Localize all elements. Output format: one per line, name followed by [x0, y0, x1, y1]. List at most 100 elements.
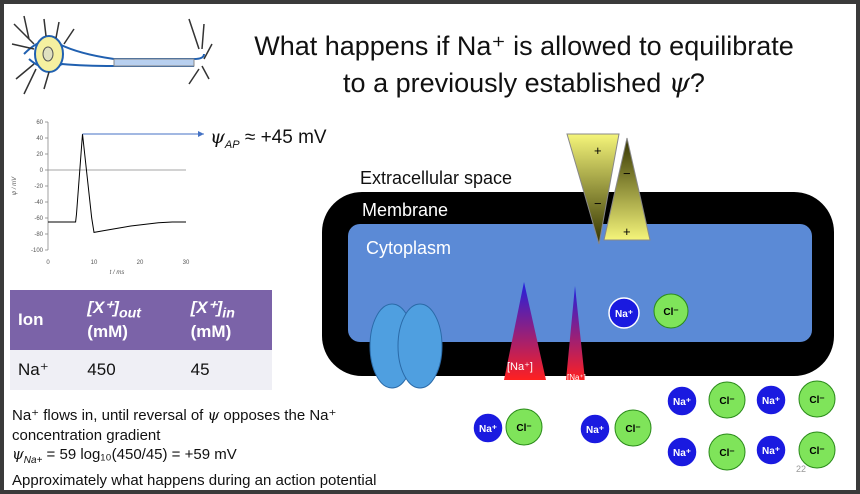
na-in-triangle-label: [Na⁺]: [507, 361, 533, 373]
chloride-ion: [505, 408, 543, 446]
sodium-ion: [608, 297, 640, 329]
slide-title: What happens if Na⁺ is allowed to equili…: [204, 28, 844, 102]
ion-concentration-table: Ion [X⁺]out(mM) [X⁺]in(mM) Na⁺ 450 45: [10, 290, 272, 390]
header-out-main: [X⁺]: [87, 298, 119, 318]
y-tick-label: 60: [36, 120, 43, 126]
sodium-ion-label: Na⁺: [586, 425, 604, 436]
header-out: [X⁺]out(mM): [79, 290, 183, 350]
chloride-ion-label: Cl⁻: [625, 424, 640, 435]
sodium-ion-label: Na⁺: [762, 446, 780, 457]
body-line-3b: = 59 log₁₀(450/45) = +59 mV: [42, 446, 237, 463]
body-line-2: concentration gradient: [12, 426, 161, 444]
title-line-2-prefix: to a previously established: [343, 68, 669, 98]
na-out-triangle-label: [Na⁺]: [567, 373, 586, 382]
potential-triangle-down: [566, 133, 620, 245]
chloride-ion: [708, 381, 746, 419]
psi-symbol: ψ: [668, 68, 690, 99]
psi-ap-symbol: ψ: [210, 126, 225, 148]
chloride-ion: [708, 433, 746, 471]
y-tick-label: -20: [34, 184, 43, 190]
sodium-ion-label: Na⁺: [673, 397, 691, 408]
y-tick-label: -60: [34, 216, 43, 222]
body-line-1b: opposes the Na⁺: [219, 407, 337, 424]
chloride-ion: [653, 293, 689, 329]
cytoplasm: [348, 224, 812, 342]
x-tick-label: 20: [137, 260, 144, 266]
table-header-row: Ion [X⁺]out(mM) [X⁺]in(mM): [10, 290, 272, 350]
chloride-ion-label: Cl⁻: [809, 395, 824, 406]
header-out-sub: out: [118, 305, 141, 322]
potential-triangle-up: [603, 137, 651, 241]
cytoplasm-label: Cytoplasm: [366, 238, 451, 258]
body-psi-na: ψ: [12, 445, 24, 463]
chloride-ion: [798, 431, 836, 469]
body-text: Na⁺ flows in, until reversal of ψ oppose…: [12, 406, 432, 490]
membrane-label: Membrane: [362, 200, 448, 220]
title-line-2-suffix: ?: [689, 68, 705, 98]
ion-channel-right: [397, 303, 443, 389]
minus-sign-bottom: −: [594, 196, 602, 211]
header-in-sub: in: [222, 305, 235, 322]
title-line-1: What happens if Na⁺ is allowed to equili…: [254, 31, 794, 61]
sodium-ion: [666, 385, 698, 417]
x-axis-label: t / ms: [110, 270, 125, 276]
chloride-ion: [798, 380, 836, 418]
sodium-ion: [579, 413, 611, 445]
header-in-unit: (mM): [190, 321, 232, 341]
header-in-main: [X⁺]: [190, 298, 223, 318]
body-line-4: Approximately what happens during an act…: [12, 471, 377, 489]
plus-sign-bottom: +: [623, 224, 631, 239]
y-tick-label: 40: [36, 136, 43, 142]
sodium-ion-label: Na⁺: [762, 396, 780, 407]
slide: What happens if Na⁺ is allowed to equili…: [4, 4, 856, 490]
y-tick-label: 0: [40, 168, 44, 174]
psi-ap-value: ≈ +45 mV: [239, 127, 327, 148]
table-row: Na⁺ 450 45: [10, 350, 272, 390]
body-psi: ψ: [207, 406, 220, 424]
y-tick-label: -80: [34, 232, 43, 238]
ion-group: Na⁺ Cl⁻ Na⁺ Cl⁻ Na⁺ Cl⁻ Na⁺ Cl⁻ Na⁺ Cl⁻ Na⁺ Cl⁻ Na⁺ C…: [472, 293, 836, 471]
chloride-ion-label: Cl⁻: [719, 396, 734, 407]
sodium-ion-label: Na⁺: [615, 309, 633, 320]
y-axis-label: ψ / mV: [12, 176, 18, 195]
x-tick-label: 30: [183, 260, 190, 266]
body-line-1: Na⁺ flows in, until reversal of ψ oppose…: [12, 406, 432, 426]
y-tick-label: -100: [31, 248, 44, 254]
sodium-ion-label: Na⁺: [479, 424, 497, 435]
header-out-unit: (mM): [87, 321, 128, 341]
chloride-ion-label: Cl⁻: [516, 423, 531, 434]
cell-ion: Na⁺: [10, 350, 80, 390]
sodium-ion: [755, 384, 787, 416]
na-out-gradient-triangle: [566, 286, 585, 380]
plus-sign-top: +: [594, 143, 602, 158]
body-line-3: ψNa+ = 59 log₁₀(450/45) = +59 mV: [12, 445, 432, 471]
sodium-ion-label: Na⁺: [673, 448, 691, 459]
ap-line: [48, 133, 186, 233]
header-ion: Ion: [10, 290, 80, 350]
cell-diagram: [Na⁺] [Na⁺] + − − + Na⁺Cl⁻Na⁺Cl⁻Na⁺Cl⁻Na…: [322, 133, 836, 471]
peak-arrow-head: [198, 131, 204, 137]
sodium-ion: [472, 412, 504, 444]
chloride-ion-label: Cl⁻: [809, 446, 824, 457]
minus-sign-top: −: [623, 166, 631, 181]
neuron-illustration: [11, 15, 213, 95]
chloride-ion-label: Cl⁻: [663, 307, 678, 318]
title-line-2: to a previously established ψ?: [204, 65, 844, 102]
cell-in: 45: [182, 350, 272, 390]
y-tick-label: -40: [34, 200, 43, 206]
y-tick-label: 20: [36, 152, 43, 158]
chloride-ion: [614, 409, 652, 447]
sodium-ion: [666, 436, 698, 468]
header-in: [X⁺]in(mM): [182, 290, 272, 350]
na-in-gradient-triangle: [504, 282, 546, 380]
psi-ap-annotation: ψAP ≈ +45 mV: [210, 126, 327, 151]
body-line-1a: Na⁺ flows in, until reversal of: [12, 407, 208, 424]
cell-out: 450: [79, 350, 183, 390]
chloride-ion-label: Cl⁻: [719, 448, 734, 459]
extracellular-label: Extracellular space: [360, 168, 512, 188]
x-tick-label: 0: [46, 260, 50, 266]
body-psi-na-sub: Na+: [23, 455, 43, 466]
psi-ap-subscript: AP: [224, 138, 240, 151]
sodium-ion: [755, 434, 787, 466]
